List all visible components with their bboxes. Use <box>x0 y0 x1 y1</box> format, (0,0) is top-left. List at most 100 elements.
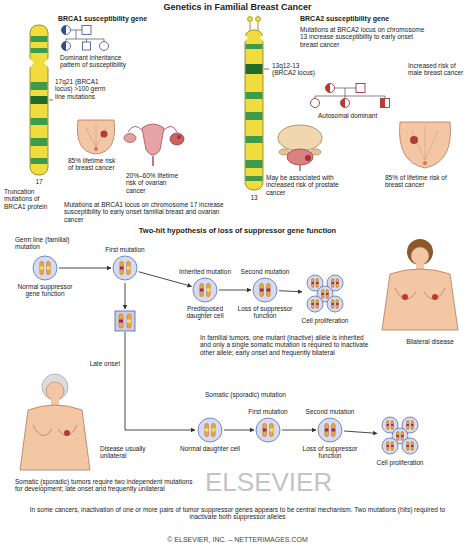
chromosome-rod <box>316 279 318 288</box>
old-woman-figure-part <box>42 374 68 400</box>
locus-label: 17q21 (BRCA1 locus) >100 germ line mutat… <box>55 78 110 100</box>
gene-band <box>40 267 44 270</box>
cell-label: Loss of suppressor function <box>237 305 293 320</box>
locus-label: 13q12-13 (BRCA2 locus) <box>272 62 324 77</box>
cell-shape <box>303 271 347 315</box>
ovary-illustration <box>124 124 184 166</box>
caption: In some cancers, inactivation of one or … <box>25 506 450 521</box>
pedigree-brca1-part <box>62 26 71 35</box>
old-woman-figure-part <box>64 430 70 436</box>
risk-note: Increased risk of male breast cancer <box>408 62 468 77</box>
pedigree-brca2-part <box>315 96 385 97</box>
cell-membrane <box>327 296 343 312</box>
breast-illustration-part <box>423 161 427 165</box>
mutation-band <box>316 303 318 305</box>
gene-band <box>270 429 274 432</box>
mutation-band <box>332 282 334 284</box>
cell-membrane <box>253 278 277 302</box>
prostate-illustration-part <box>305 155 311 161</box>
ovary-illustration-part <box>177 135 181 139</box>
ovary-illustration-part <box>142 124 164 155</box>
prostate-illustration-part <box>287 149 313 165</box>
mutation-band <box>397 435 399 437</box>
cell-membrane <box>198 418 222 442</box>
old-woman-figure-part <box>20 405 90 470</box>
copyright: © ELSEVIER, INC. – NETTERIMAGES.COM <box>0 536 475 544</box>
mutation-band <box>260 289 264 292</box>
chromosome-17-part <box>31 118 48 125</box>
pedigree-brca2-part <box>345 88 346 96</box>
arrow-connector <box>224 430 254 431</box>
woman-figure-part <box>411 247 429 265</box>
gene-band <box>207 289 211 292</box>
breast-illustration-part <box>101 131 108 138</box>
chromosome-13-part <box>248 17 253 22</box>
edge-label: Somatic (sporadic) mutation <box>205 391 325 398</box>
chromosome-rod <box>200 283 204 296</box>
germ-cell-square-part <box>125 283 126 309</box>
arrow-connector <box>344 431 377 433</box>
gene-band <box>212 429 216 432</box>
mutation-band <box>267 289 271 292</box>
pedigree-brca1-part <box>100 42 109 51</box>
chromosome-rod <box>332 423 336 436</box>
cell-shape <box>252 277 278 303</box>
pedigree-brca1-part <box>86 39 87 42</box>
chromosome-rod <box>407 442 409 451</box>
chromosome-17-part <box>31 158 48 164</box>
chromosome-13 <box>244 17 269 191</box>
mutation-band <box>326 293 328 295</box>
note: Dominant inheritance pattern of suscepti… <box>60 54 135 69</box>
chromosome-rod <box>127 261 131 274</box>
chromosome-rod <box>260 283 264 296</box>
mutation-band <box>120 267 124 270</box>
mutation-band <box>312 282 314 284</box>
cell-body <box>193 278 217 302</box>
breast-illustration-part <box>400 122 451 168</box>
pedigree-brca2-part <box>326 84 331 93</box>
summary-note: Mutations at BRCA1 locus on chromosome 1… <box>64 201 229 223</box>
chromosome-rod <box>316 300 318 309</box>
chromosome-rod <box>205 423 209 436</box>
cell-cluster: Cell proliferation <box>303 271 347 315</box>
pedigree-brca2-part <box>381 99 390 108</box>
cell-body <box>382 438 398 454</box>
pedigree-brca2-part <box>356 84 365 93</box>
cell-body <box>256 418 280 442</box>
chromosome-rod <box>322 290 324 299</box>
chromosome-17-part <box>31 138 48 146</box>
cell-membrane <box>33 256 57 280</box>
pedigree-brca1-part <box>82 26 91 35</box>
chromosome-rod <box>391 421 393 430</box>
cell-membrane <box>256 418 280 442</box>
cell: Normal suppressor gene function <box>32 255 58 281</box>
chromosome-rod <box>411 421 413 430</box>
prostate-illustration <box>278 125 322 171</box>
cell-shape <box>192 277 218 303</box>
mutation-band <box>322 293 324 295</box>
cell-shape <box>255 417 281 443</box>
chromosome-rod <box>336 300 338 309</box>
chromosome-rod <box>401 432 403 441</box>
chromosome-rod <box>312 300 314 309</box>
chromosome-13-part <box>246 44 263 49</box>
germ-cell-square-part <box>125 332 195 430</box>
cell-membrane <box>307 296 323 312</box>
cell-label: Cell proliferation <box>297 317 353 324</box>
chromosome-rod <box>336 279 338 288</box>
chromosome-number: 13 <box>245 194 263 201</box>
chromosome-13-part <box>245 30 263 190</box>
mutation-band <box>407 424 409 426</box>
gene-heading: BRCA2 susceptibility gene <box>300 15 430 23</box>
arrow-connector <box>279 291 302 292</box>
chromosome-rod <box>212 423 216 436</box>
risk-note: 85% lifetime risk of breast cancer <box>68 157 120 172</box>
cell-label: Cell proliferation <box>372 459 428 466</box>
explanation-note: In familial tumors, one mutant (inactive… <box>200 334 370 356</box>
chromosome-rod <box>332 279 334 288</box>
cell-body <box>402 438 418 454</box>
cell-body <box>33 256 57 280</box>
chromosome-13-part <box>246 64 263 74</box>
pedigree-brca2 <box>311 84 390 108</box>
